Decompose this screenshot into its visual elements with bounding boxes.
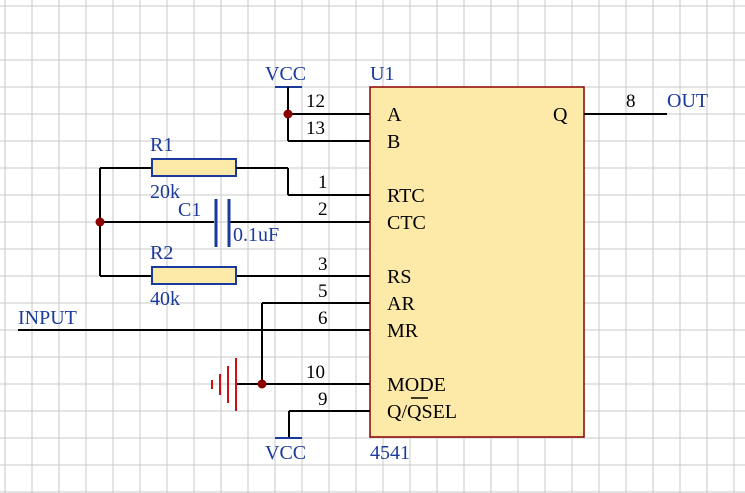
pin-number-5: 5: [318, 281, 328, 302]
pin-number-8: 8: [626, 91, 636, 112]
junction-vcc-top: [283, 109, 293, 119]
input-net-label: INPUT: [18, 307, 77, 329]
c1-designator: C1: [178, 199, 201, 221]
pin-number-10: 10: [306, 362, 325, 383]
ic-part-number: 4541: [370, 442, 410, 464]
pin-name-ar: AR: [387, 293, 415, 315]
pin-number-6: 6: [318, 308, 328, 329]
r1-designator: R1: [150, 134, 173, 156]
pin-number-12: 12: [306, 91, 325, 112]
resistor-r2[interactable]: [151, 266, 237, 285]
pin-name-a: A: [387, 104, 402, 126]
pin-number-2: 2: [318, 199, 328, 220]
r2-value: 40k: [150, 288, 180, 310]
vcc-bottom-label: VCC: [265, 442, 306, 464]
pin-name-mode: MODE: [387, 374, 446, 396]
pin-name-q: Q: [553, 104, 568, 126]
junction-rail: [95, 217, 105, 227]
pin-name-b: B: [387, 131, 400, 153]
r1-value: 20k: [150, 181, 180, 203]
pin-name-rs: RS: [387, 266, 411, 288]
pin-name-qsel: Q/QSEL: [387, 401, 457, 423]
ground-icon: [211, 358, 237, 411]
c1-value: 0.1uF: [233, 224, 279, 246]
pin-number-9: 9: [318, 389, 328, 410]
pin-name-ctc: CTC: [387, 212, 426, 234]
pin-number-13: 13: [306, 118, 325, 139]
pin-name-rtc: RTC: [387, 185, 425, 207]
ic-body[interactable]: [369, 86, 585, 438]
ic-designator: U1: [370, 63, 394, 85]
r2-designator: R2: [150, 242, 173, 264]
pin-name-mr: MR: [387, 320, 419, 342]
vcc-top-label: VCC: [265, 63, 306, 85]
pin-number-3: 3: [318, 254, 328, 275]
junction-gnd: [257, 379, 267, 389]
resistor-r1[interactable]: [151, 158, 237, 177]
output-net-label: OUT: [667, 90, 708, 112]
pin-number-1: 1: [318, 172, 328, 193]
